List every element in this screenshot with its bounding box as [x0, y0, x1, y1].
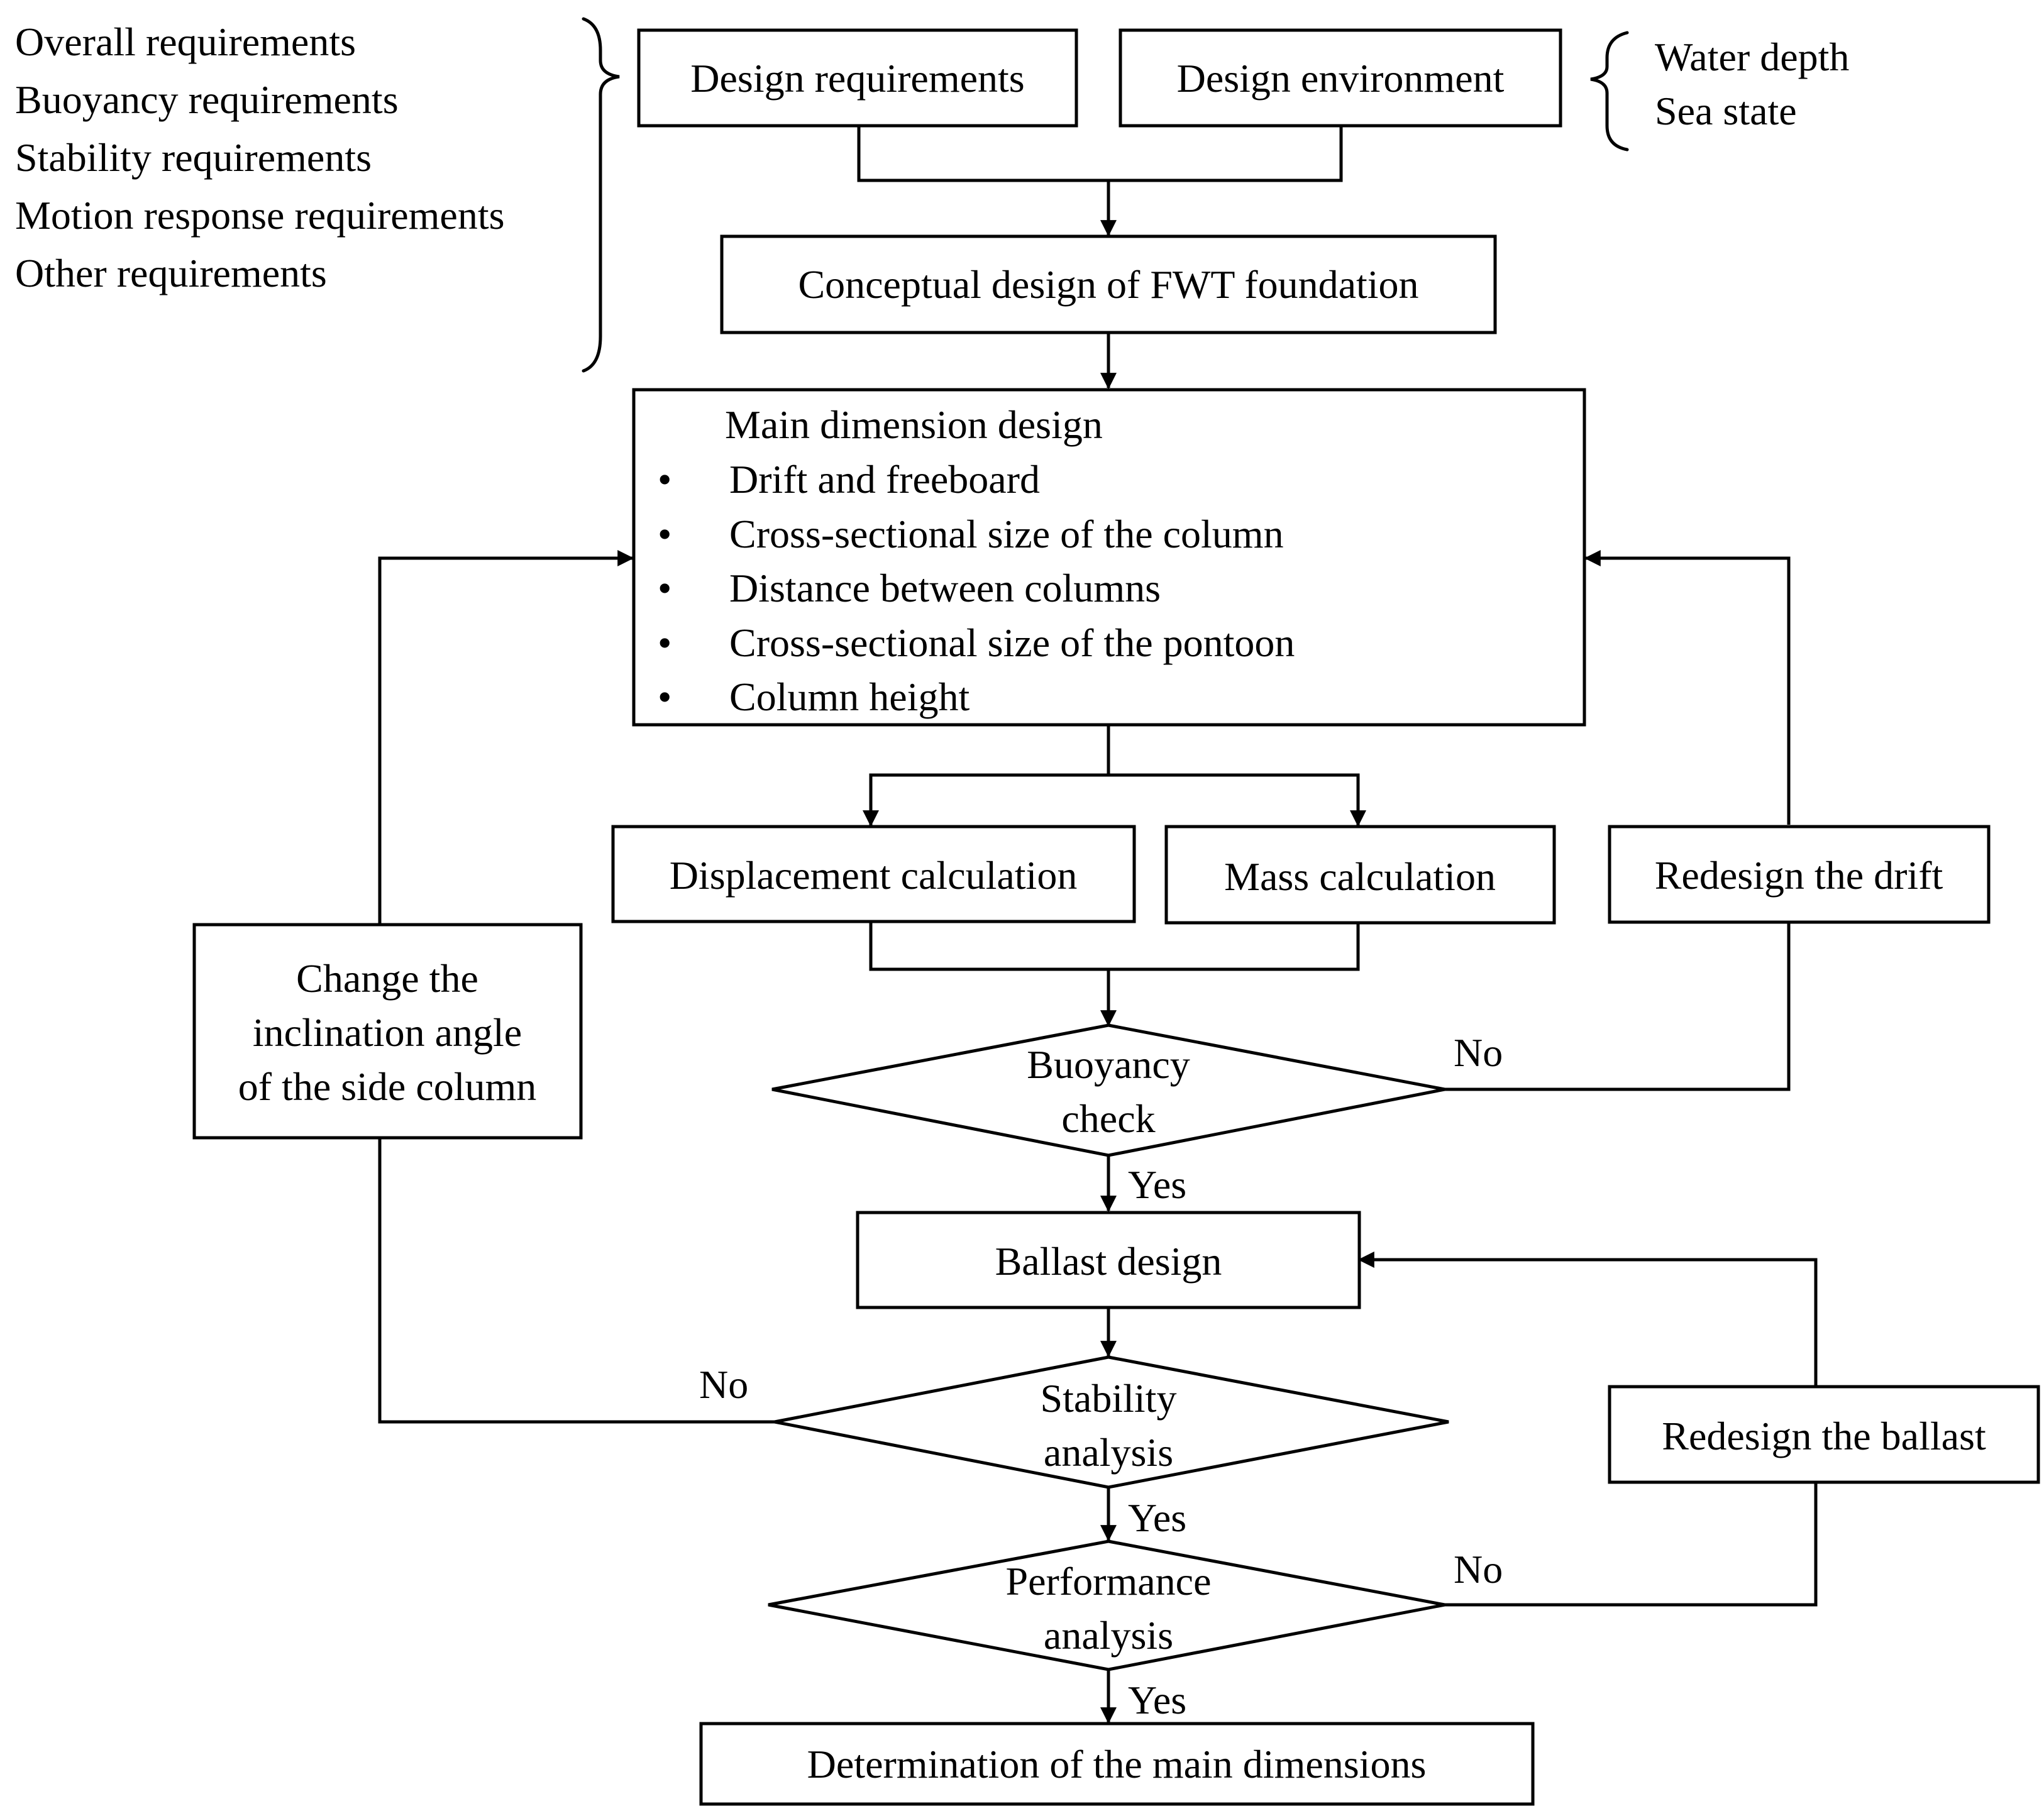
connector-merge-top [857, 126, 1343, 182]
bullet: • [658, 566, 671, 610]
requirements-list: Overall requirements Buoyancy requiremen… [15, 19, 505, 295]
node-change-inclination-angle: Change the inclination angle of the side… [192, 923, 583, 1140]
node-label: Design environment [1177, 56, 1505, 101]
node-label-line: analysis [1044, 1430, 1173, 1475]
environment-brace [1590, 31, 1629, 151]
bullet: • [658, 620, 671, 665]
requirements-item: Other requirements [15, 251, 327, 295]
node-design-environment: Design environment [1119, 28, 1562, 128]
node-label: Ballast design [995, 1239, 1222, 1284]
requirements-item: Buoyancy requirements [15, 77, 399, 122]
main-dimension-item: Cross-sectional size of the pontoon [729, 620, 1295, 665]
node-main-dimension-design: Main dimension design • Drift and freebo… [632, 388, 1586, 727]
node-label: Determination of the main dimensions [807, 1742, 1427, 1786]
edge-label-no: No [1454, 1030, 1503, 1075]
requirements-brace [582, 17, 620, 373]
bullet: • [658, 512, 671, 556]
node-determination-main-dimensions: Determination of the main dimensions [699, 1722, 1535, 1806]
main-dimension-title: Main dimension design [725, 402, 1103, 447]
connector-performance-no [1445, 1482, 1818, 1607]
node-performance-analysis: Performance analysis [768, 1539, 1445, 1671]
node-label: Design requirements [690, 56, 1024, 101]
main-dimension-item: Distance between columns [729, 566, 1161, 610]
edge-label-no: No [1454, 1547, 1503, 1592]
environment-list: Water depth Sea state [1655, 35, 1849, 133]
node-label: Mass calculation [1224, 854, 1496, 899]
node-ballast-design: Ballast design [856, 1211, 1361, 1309]
node-stability-analysis: Stability analysis [774, 1355, 1449, 1489]
connector-stability-no [378, 1138, 775, 1424]
node-redesign-drift: Redesign the drift [1608, 825, 1991, 924]
main-dimension-item: Drift and freeboard [729, 457, 1040, 502]
node-label-line: Performance [1006, 1559, 1212, 1604]
node-label-line: Change the [296, 956, 478, 1001]
node-label-line: check [1061, 1096, 1155, 1141]
connectors [378, 126, 1818, 1724]
main-dimension-item: Column height [729, 674, 970, 719]
requirements-item: Stability requirements [15, 135, 372, 180]
arrow-redesign-drift-to-main [1584, 550, 1791, 825]
bullet: • [658, 457, 671, 502]
node-conceptual-design: Conceptual design of FWT foundation [720, 234, 1497, 334]
node-mass-calculation: Mass calculation [1164, 825, 1556, 925]
environment-item: Sea state [1655, 89, 1797, 133]
connector-split [869, 773, 1360, 827]
edge-label-yes: Yes [1128, 1495, 1186, 1540]
node-label: Redesign the ballast [1662, 1414, 1986, 1458]
node-design-requirements: Design requirements [637, 28, 1078, 128]
node-label: Conceptual design of FWT foundation [798, 262, 1418, 307]
node-label: Redesign the drift [1655, 853, 1943, 898]
edge-label-no: No [699, 1362, 748, 1407]
node-redesign-ballast: Redesign the ballast [1608, 1385, 2040, 1484]
edge-label-yes: Yes [1128, 1678, 1186, 1722]
requirements-item: Motion response requirements [15, 193, 505, 238]
node-label: Displacement calculation [670, 853, 1078, 898]
arrow-change-angle-to-main [378, 550, 634, 923]
node-displacement-calculation: Displacement calculation [611, 825, 1136, 923]
arrow-redesign-ballast-to-ballast [1357, 1252, 1818, 1387]
connector-merge-calc [869, 922, 1360, 971]
environment-item: Water depth [1655, 35, 1849, 79]
connector-buoyancy-no [1445, 922, 1791, 1091]
node-buoyancy-check: Buoyancy check [771, 1023, 1445, 1157]
bullet: • [658, 674, 671, 719]
edge-label-yes: Yes [1128, 1162, 1186, 1207]
main-dimension-item: Cross-sectional size of the column [729, 512, 1284, 556]
node-label-line: analysis [1044, 1613, 1173, 1658]
requirements-item: Overall requirements [15, 19, 356, 64]
node-label-line: inclination angle [253, 1010, 522, 1055]
edge-labels: No Yes No Yes No Yes [699, 1030, 1503, 1722]
node-label-line: Buoyancy [1027, 1042, 1190, 1087]
node-label-line: of the side column [238, 1064, 537, 1109]
node-label-line: Stability [1041, 1376, 1177, 1421]
